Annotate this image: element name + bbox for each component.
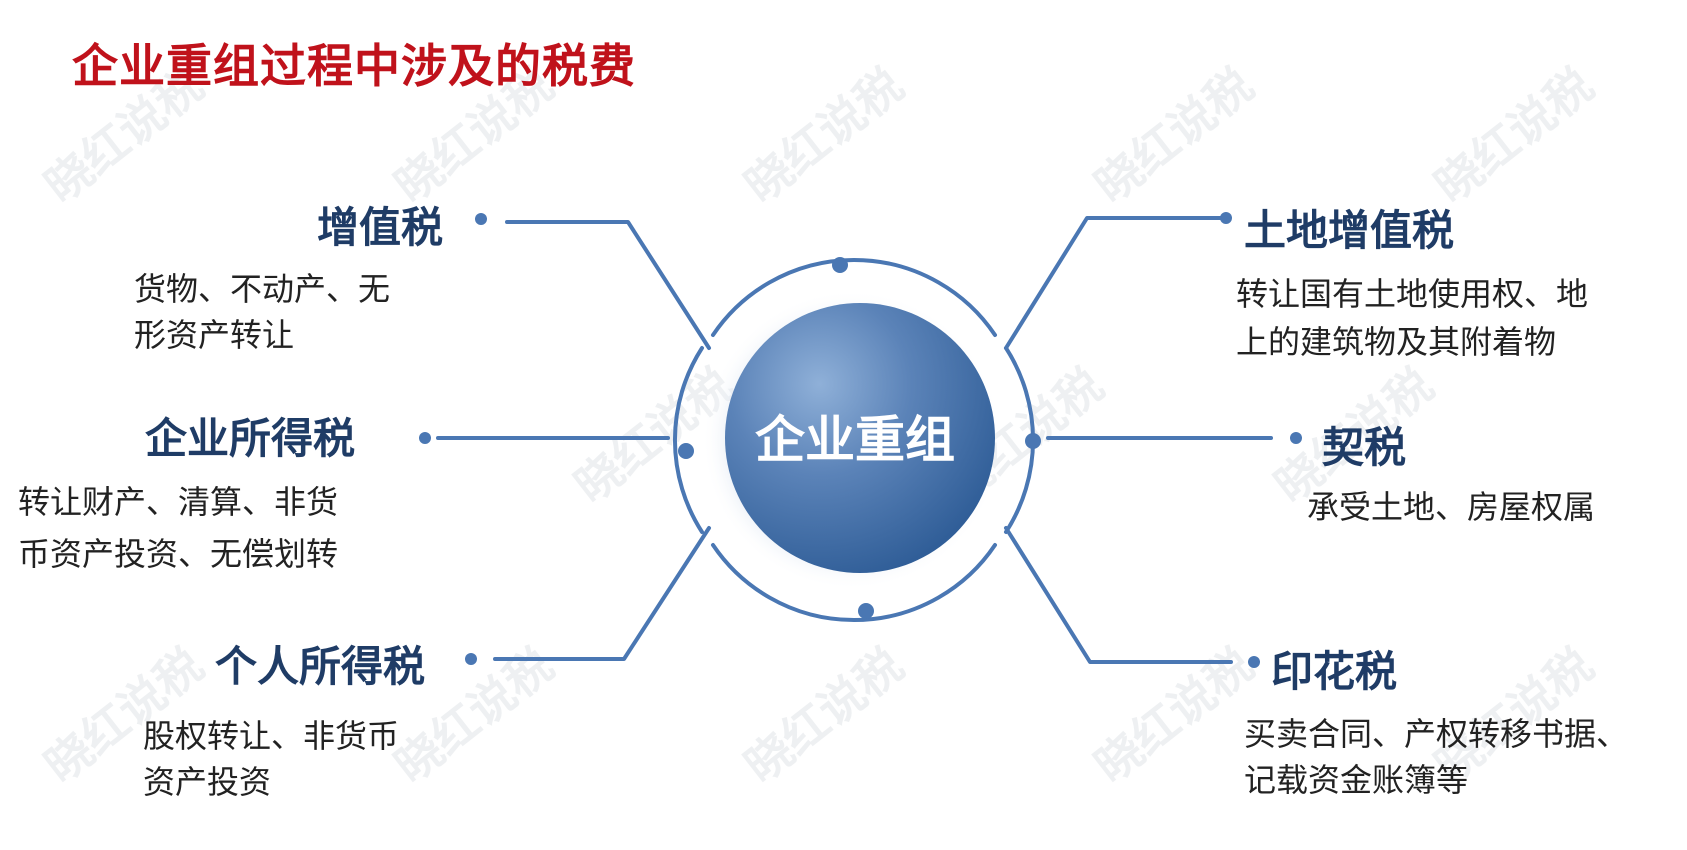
connector-lvt bbox=[1004, 216, 1224, 350]
endpoint-dots bbox=[419, 212, 1302, 668]
tax-title-cit: 企业所得税 bbox=[145, 414, 356, 463]
center-sphere bbox=[725, 303, 995, 573]
tax-title-vat: 增值税 bbox=[317, 203, 444, 252]
ring-dot-bottom bbox=[858, 603, 874, 619]
ring-arc-left bbox=[672, 346, 704, 534]
endpoint-dot-deed bbox=[1290, 432, 1302, 444]
tax-title-deed: 契税 bbox=[1322, 423, 1407, 472]
page-title: 企业重组过程中涉及的税费 bbox=[72, 39, 636, 93]
tax-desc-cit-line1: 转让财产、清算、非货 bbox=[18, 483, 339, 521]
endpoint-dot-stamp bbox=[1248, 656, 1260, 668]
tax-desc-deed-line1: 承受土地、房屋权属 bbox=[1307, 488, 1596, 526]
tax-desc-vat-line2: 形资产转让 bbox=[134, 316, 295, 354]
ring-dot-right bbox=[1025, 433, 1041, 449]
ring-arc-bottom bbox=[711, 543, 997, 622]
connector-lines bbox=[436, 216, 1273, 664]
endpoint-dot-pit bbox=[465, 653, 477, 665]
tax-desc-stamp-line1: 买卖合同、产权转移书据、 bbox=[1244, 715, 1629, 753]
tax-title-pit: 个人所得税 bbox=[215, 642, 426, 691]
connector-vat bbox=[505, 220, 711, 350]
connector-stamp bbox=[1004, 526, 1233, 664]
endpoint-dot-lvt bbox=[1220, 212, 1232, 224]
tax-desc-vat-line1: 货物、不动产、无 bbox=[134, 270, 391, 308]
ring-arc-top bbox=[711, 258, 997, 337]
center-node-label: 企业重组 bbox=[755, 411, 955, 469]
endpoint-dot-vat bbox=[475, 213, 487, 225]
tax-title-stamp: 印花税 bbox=[1271, 647, 1398, 696]
tax-desc-pit-line1: 股权转让、非货币 bbox=[143, 717, 400, 755]
tax-desc-cit-line2: 币资产投资、无偿划转 bbox=[18, 535, 339, 573]
tax-desc-lvt-line1: 转让国有土地使用权、地 bbox=[1236, 275, 1589, 313]
tax-desc-stamp-line2: 记载资金账簿等 bbox=[1244, 761, 1469, 799]
ring-dots bbox=[678, 257, 1041, 619]
ring-dot-top bbox=[832, 257, 848, 273]
tax-title-lvt: 土地增值税 bbox=[1244, 206, 1455, 255]
tax-desc-lvt-line2: 上的建筑物及其附着物 bbox=[1236, 323, 1557, 361]
endpoint-dot-cit bbox=[419, 432, 431, 444]
tax-desc-pit-line2: 资产投资 bbox=[143, 763, 272, 801]
connector-pit bbox=[493, 526, 711, 661]
ring-dot-left bbox=[678, 443, 694, 459]
